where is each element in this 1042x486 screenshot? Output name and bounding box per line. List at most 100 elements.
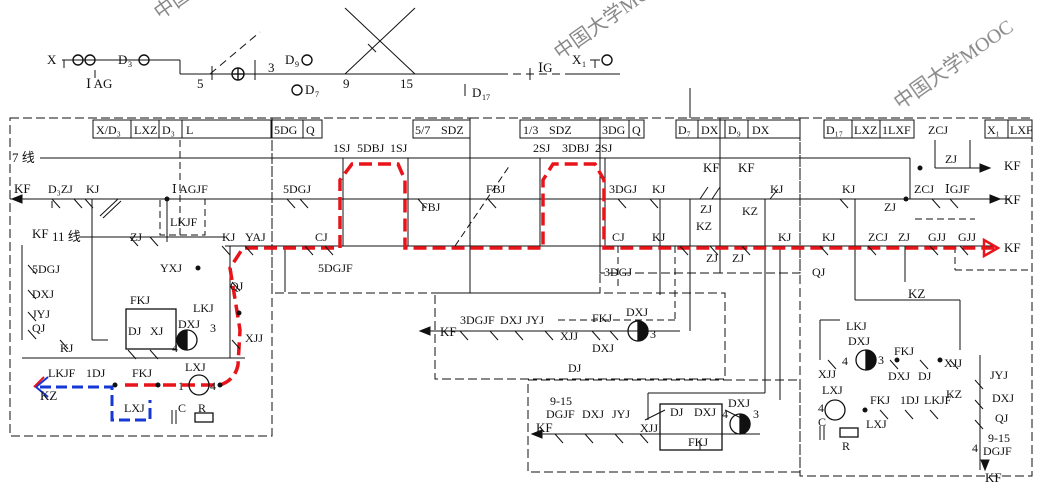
svg-text:Ⅰ AGJF: Ⅰ AGJF (172, 182, 208, 196)
svg-text:1DJ: 1DJ (900, 393, 920, 407)
svg-text:L: L (186, 123, 193, 137)
svg-text:LKJF: LKJF (170, 215, 198, 229)
header-boxes (92, 119, 1033, 139)
svg-text:C: C (178, 401, 186, 415)
svg-text:LXZ: LXZ (854, 123, 877, 137)
svg-text:5DGJ: 5DGJ (283, 182, 311, 196)
svg-text:4: 4 (842, 354, 848, 368)
svg-text:CJ: CJ (315, 230, 328, 244)
svg-text:3: 3 (753, 407, 759, 421)
svg-text:5DBJ: 5DBJ (357, 141, 385, 155)
signal-x-label: X (47, 52, 57, 67)
svg-text:DXJ: DXJ (888, 369, 910, 383)
svg-text:FBJ: FBJ (421, 200, 441, 214)
svg-text:ZJ: ZJ (706, 251, 718, 265)
svg-text:中国大学MOOC: 中国大学MOOC (550, 0, 678, 64)
svg-text:XJ: XJ (150, 324, 164, 338)
svg-text:5DGJ: 5DGJ (32, 262, 60, 276)
svg-text:DXJ: DXJ (582, 407, 604, 421)
svg-text:LXF: LXF (1010, 123, 1033, 137)
point-3-label: 3 (268, 60, 275, 75)
svg-text:SDZ: SDZ (549, 123, 572, 137)
svg-text:QJ: QJ (230, 279, 244, 293)
kz-right-label: KZ (908, 286, 925, 301)
svg-text:ZJ: ZJ (700, 202, 712, 216)
svg-text:ZCJ: ZCJ (928, 123, 948, 137)
svg-text:4: 4 (172, 341, 178, 355)
point-15-label: 15 (400, 76, 413, 91)
svg-text:KJ: KJ (822, 230, 836, 244)
svg-text:KJ: KJ (652, 182, 666, 196)
iag-label: Ⅰ AG (86, 76, 112, 91)
svg-text:ZCJ: ZCJ (868, 230, 888, 244)
line-7-label: 7 线 (12, 150, 35, 165)
svg-text:4: 4 (972, 441, 978, 455)
svg-text:X/D₃: X/D₃ (96, 123, 121, 137)
svg-text:DXJ: DXJ (728, 396, 750, 410)
svg-text:FKJ: FKJ (688, 435, 708, 449)
header-labels: X/D₃ LXZ D₃ L 5DG Q 5/7 SDZ 1/3 SDZ 3DG … (96, 123, 1033, 137)
svg-text:KZ: KZ (742, 204, 758, 218)
svg-text:9: 9 (295, 60, 299, 69)
route-path-blue (40, 385, 152, 422)
svg-text:4: 4 (818, 401, 824, 415)
line-labels: 7 线 11 线 KF KF KF KF KF KF KF KF KF KF K… (12, 150, 1021, 485)
svg-text:1: 1 (582, 60, 586, 69)
svg-text:R: R (842, 439, 850, 453)
svg-text:DXJ: DXJ (626, 305, 648, 319)
svg-text:5DGJF: 5DGJF (318, 261, 353, 275)
svg-text:ⅠGJF: ⅠGJF (945, 182, 970, 196)
svg-text:QJ: QJ (995, 411, 1009, 425)
svg-text:DJ: DJ (918, 369, 932, 383)
svg-text:KJ: KJ (778, 230, 792, 244)
svg-text:3: 3 (210, 321, 216, 335)
track-labels: X Ⅰ AG D 3 5 3 D 9 D 7 9 15 D 17 ⅠG X 1 (47, 52, 586, 102)
svg-text:D₁₇: D₁₇ (826, 123, 843, 137)
svg-text:DXJ: DXJ (992, 391, 1014, 405)
kf-right-3: KF (1004, 240, 1021, 255)
svg-text:3DGJ: 3DGJ (609, 182, 637, 196)
d3-label: D (118, 52, 127, 67)
svg-text:KJ: KJ (86, 182, 100, 196)
svg-text:DJ: DJ (128, 324, 142, 338)
bus-arrows (10, 163, 1002, 472)
point-5-label: 5 (197, 76, 204, 91)
svg-text:YAJ: YAJ (245, 230, 266, 244)
svg-text:7: 7 (315, 90, 319, 99)
svg-text:Q: Q (306, 123, 315, 137)
kz-left-label: KZ (40, 388, 57, 403)
svg-text:DX: DX (701, 123, 719, 137)
svg-text:QJ: QJ (812, 265, 826, 279)
d9-label: D (285, 52, 294, 67)
kf-right-1: KF (1004, 158, 1021, 173)
svg-text:4: 4 (210, 379, 216, 393)
svg-text:3DGJF: 3DGJF (460, 313, 495, 327)
svg-text:中国大学MOOC: 中国大学MOOC (150, 0, 278, 24)
svg-text:LKJF: LKJF (924, 393, 952, 407)
svg-text:LKJ: LKJ (846, 319, 867, 333)
svg-text:XJJ: XJJ (245, 331, 263, 345)
svg-text:FKJ: FKJ (592, 311, 612, 325)
svg-text:17: 17 (482, 93, 490, 102)
svg-text:ZJ: ZJ (732, 251, 744, 265)
svg-text:3: 3 (128, 60, 132, 69)
svg-text:QJ: QJ (32, 321, 46, 335)
svg-text:D₉: D₉ (728, 123, 741, 137)
svg-text:XJJ: XJJ (944, 356, 962, 370)
x1-label: X (572, 52, 582, 67)
svg-text:JYJ: JYJ (990, 368, 1008, 382)
junction-dots (112, 165, 943, 413)
svg-text:1LXF: 1LXF (882, 123, 911, 137)
svg-text:KZ: KZ (946, 387, 962, 401)
svg-text:5DG: 5DG (274, 123, 298, 137)
svg-text:C: C (818, 415, 826, 429)
svg-text:R: R (198, 401, 206, 415)
svg-text:9-15: 9-15 (988, 431, 1010, 445)
svg-text:3DG: 3DG (602, 123, 626, 137)
svg-text:JYJ: JYJ (526, 313, 544, 327)
svg-text:ZCJ: ZCJ (914, 182, 934, 196)
svg-text:3: 3 (878, 353, 884, 367)
point-9-label: 9 (343, 76, 350, 91)
svg-text:KJ: KJ (770, 182, 784, 196)
